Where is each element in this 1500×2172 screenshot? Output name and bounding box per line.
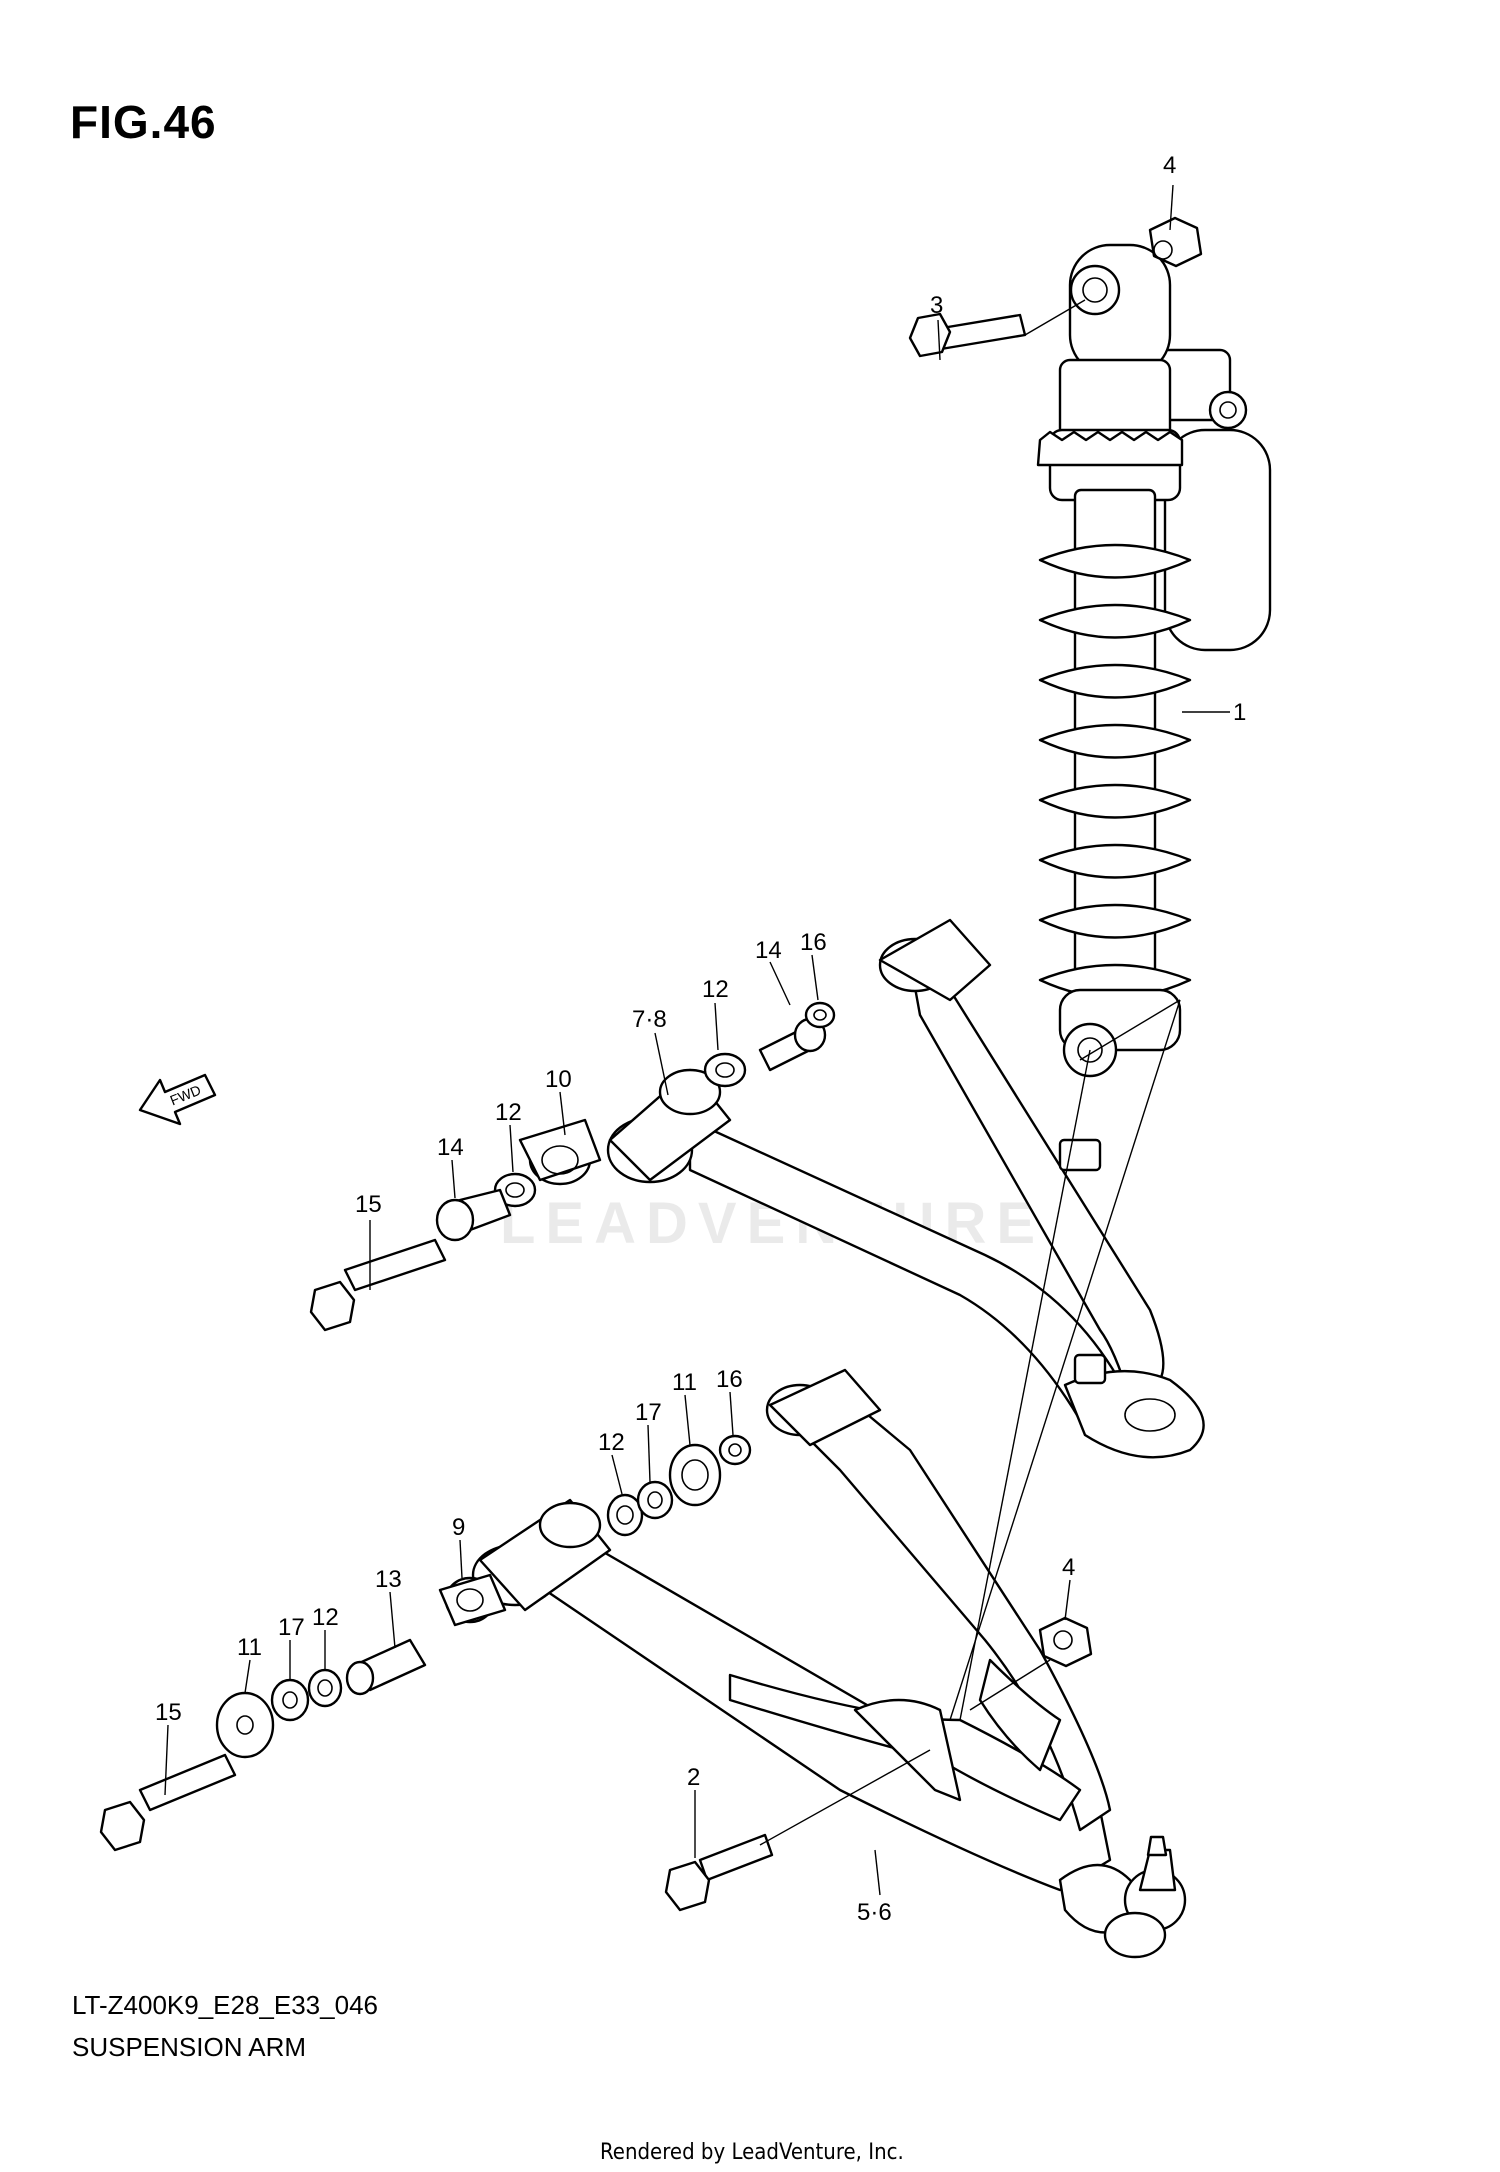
callout-3: 3 [930, 292, 943, 319]
callout-12-lower-left: 12 [312, 1604, 339, 1631]
callout-16-lower: 16 [716, 1366, 743, 1393]
callout-1: 1 [1233, 699, 1246, 726]
washer-12-upper-right [703, 1052, 747, 1088]
model-code: LT-Z400K9_E28_E33_046 [72, 1990, 378, 2020]
collar-14-upper-left [435, 1188, 512, 1242]
callout-5-6: 5·6 [857, 1899, 892, 1926]
lower-suspension-arm [471, 1368, 1187, 1959]
callout-12-upper-left: 12 [495, 1099, 522, 1126]
bolt-3 [908, 312, 1027, 358]
callout-7-8: 7·8 [632, 1006, 667, 1033]
cap-11-lower-left [215, 1691, 275, 1759]
callout-16-upper: 16 [800, 929, 827, 956]
callout-17-lower-left: 17 [278, 1614, 305, 1641]
bolt-2 [664, 1833, 774, 1912]
callout-labels: 4 3 1 14 16 12 7·8 10 12 14 15 11 16 17 … [155, 152, 1246, 1926]
bushing-9 [438, 1573, 507, 1627]
callout-12-upper-right: 12 [702, 976, 729, 1003]
washer-12-lower-right [606, 1493, 644, 1537]
shock-absorber [1036, 243, 1272, 1078]
callout-11-lower-left: 11 [237, 1634, 262, 1661]
nut-16-upper [804, 1001, 836, 1029]
leader-lines [164, 184, 1230, 1896]
upper-suspension-arm [606, 918, 1205, 1459]
washer-12-upper-left [493, 1172, 537, 1208]
callout-10: 10 [545, 1066, 572, 1093]
callout-2: 2 [687, 1764, 700, 1791]
nut-4-top [1148, 216, 1203, 268]
callout-4-lower: 4 [1062, 1554, 1075, 1581]
washer-12-lower-left [307, 1668, 343, 1708]
nut-4-lower [1038, 1616, 1093, 1668]
cap-11-lower-right [668, 1443, 722, 1507]
washer-17-lower-left [270, 1678, 310, 1722]
nut-16-lower [718, 1434, 752, 1466]
callout-17-lower-right: 17 [635, 1399, 662, 1426]
callout-9: 9 [452, 1514, 465, 1541]
section-title: SUSPENSION ARM [72, 2032, 307, 2062]
callout-15-lower: 15 [155, 1699, 182, 1726]
forward-arrow-icon: FWD [138, 1073, 217, 1126]
callout-13: 13 [375, 1566, 402, 1593]
callout-15-upper: 15 [355, 1191, 382, 1218]
callout-14-upper-left: 14 [437, 1134, 464, 1161]
figure-title: FIG.46 [70, 96, 217, 148]
callout-11-lower-right: 11 [672, 1369, 697, 1396]
callout-4-top: 4 [1163, 152, 1176, 179]
footer-credit: Rendered by LeadVenture, Inc. [600, 2140, 904, 2165]
bushing-10 [518, 1118, 602, 1186]
washer-17-lower-right [636, 1480, 674, 1520]
callout-14-upper-right: 14 [755, 937, 782, 964]
bolt-15-upper [309, 1238, 447, 1332]
callout-12-lower-right: 12 [598, 1429, 625, 1456]
collar-13 [345, 1638, 427, 1696]
bolt-15-lower [99, 1753, 237, 1852]
